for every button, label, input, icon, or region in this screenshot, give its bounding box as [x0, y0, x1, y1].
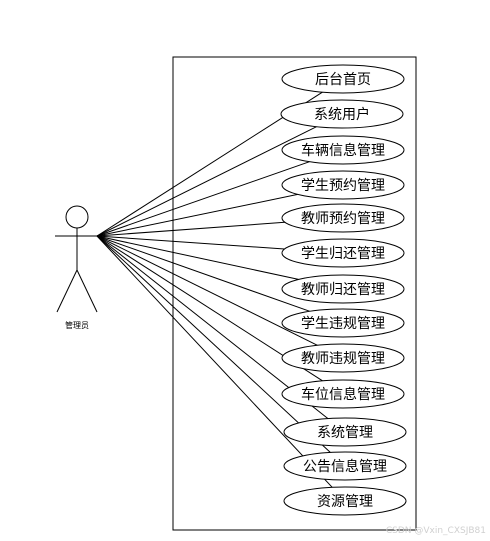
association-line [96, 161, 310, 237]
use-case: 教师预约管理 [281, 203, 405, 233]
association-line [96, 235, 285, 250]
use-case-label: 资源管理 [317, 494, 373, 510]
actor-right-leg [76, 269, 98, 313]
use-case: 系统用户 [280, 99, 404, 129]
system-boundary [172, 56, 417, 531]
use-case-ellipse [283, 486, 407, 516]
actor-left-leg [56, 269, 78, 313]
association-line [96, 235, 310, 312]
use-case-ellipse [281, 238, 405, 268]
use-case: 车辆信息管理 [281, 135, 405, 165]
use-case-ellipse [281, 274, 405, 304]
use-case-label: 车辆信息管理 [301, 142, 385, 159]
use-case-label: 车位信息管理 [301, 386, 385, 403]
use-case-label: 学生归还管理 [301, 245, 385, 262]
use-case: 资源管理 [283, 486, 407, 516]
use-case-ellipse [281, 308, 405, 338]
use-case-list: 后台首页系统用户车辆信息管理学生预约管理教师预约管理学生归还管理教师归还管理学生… [280, 64, 407, 516]
association-line [96, 235, 331, 453]
use-case: 教师违规管理 [281, 343, 405, 373]
use-case: 教师归还管理 [281, 274, 405, 304]
actor-figure [55, 205, 99, 313]
use-case-ellipse [280, 99, 404, 129]
association-line [96, 126, 317, 237]
association-line [96, 235, 318, 346]
use-case-ellipse [281, 203, 405, 233]
actor-label: 管理员 [65, 320, 89, 330]
use-case-ellipse [283, 451, 407, 481]
use-case-label: 系统用户 [314, 106, 370, 123]
use-case-label: 学生违规管理 [301, 316, 385, 332]
use-case: 后台首页 [281, 64, 405, 94]
use-case-ellipse [283, 417, 407, 447]
association-line [96, 193, 298, 237]
use-case-label: 教师归还管理 [301, 281, 385, 298]
use-case: 系统管理 [283, 417, 407, 447]
use-case-ellipse [281, 343, 405, 373]
actor-head [65, 205, 89, 229]
use-case-label: 公告信息管理 [303, 458, 387, 475]
use-case-ellipse [281, 64, 405, 94]
association-line [96, 235, 299, 280]
watermark: CSDN @Vxin_CXSJB81 [386, 526, 486, 536]
use-case-label: 学生预约管理 [301, 178, 385, 194]
use-case: 车位信息管理 [281, 379, 405, 409]
use-case: 学生违规管理 [281, 308, 405, 338]
use-case-ellipse [281, 170, 405, 200]
use-case-ellipse [281, 379, 405, 409]
use-case-ellipse [281, 135, 405, 165]
association-line [96, 221, 285, 237]
use-case: 公告信息管理 [283, 451, 407, 481]
use-case-label: 教师违规管理 [301, 351, 385, 367]
association-lines [96, 91, 333, 488]
association-line [96, 235, 333, 488]
use-case-label: 系统管理 [317, 425, 373, 441]
use-case-label: 教师预约管理 [301, 211, 385, 227]
use-case: 学生归还管理 [281, 238, 405, 268]
use-case-label: 后台首页 [315, 72, 371, 88]
use-case: 学生预约管理 [281, 170, 405, 200]
